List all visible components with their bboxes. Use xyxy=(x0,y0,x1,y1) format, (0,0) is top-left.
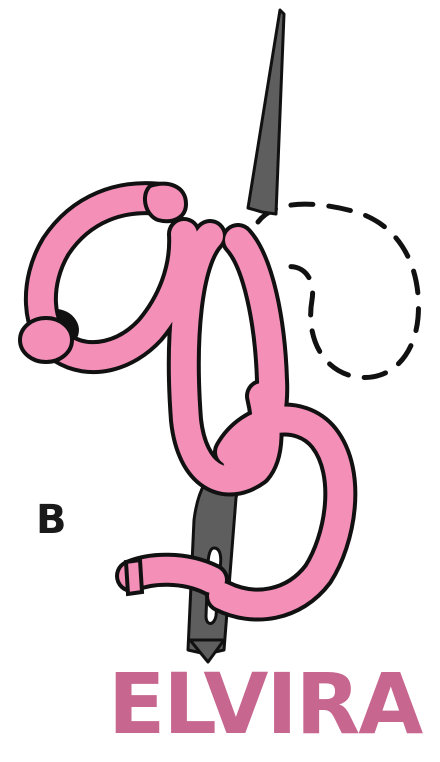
needle-icon xyxy=(248,10,284,214)
thread-top-stub xyxy=(145,184,186,221)
thread xyxy=(40,198,340,604)
thread-tail-end xyxy=(126,560,142,594)
step-label: B xyxy=(36,500,67,540)
thread-blob xyxy=(20,318,72,362)
brand-logo: ELVIRA xyxy=(108,662,440,746)
